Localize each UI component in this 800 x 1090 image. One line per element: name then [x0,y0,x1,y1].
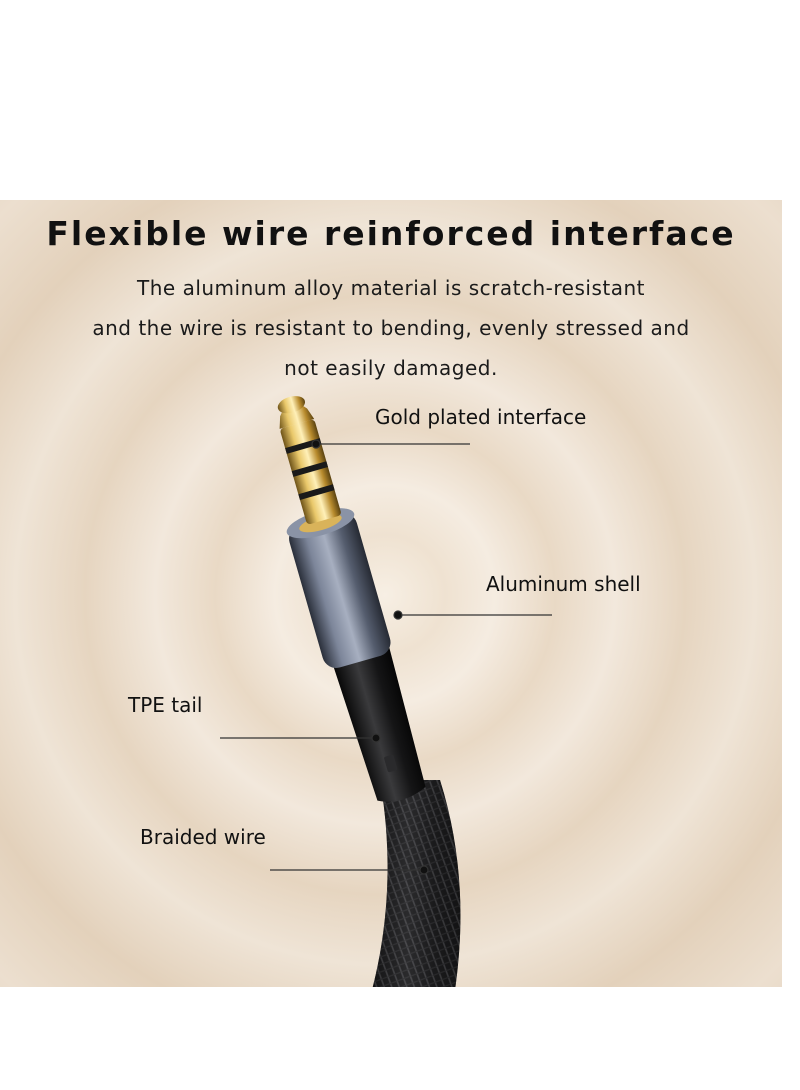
braided-cable [372,780,461,987]
callout-tpe-tail: TPE tail [128,693,203,717]
subtitle-line-2: and the wire is resistant to bending, ev… [92,316,690,340]
audio-cable-illustration [220,396,552,987]
callout-braided-wire: Braided wire [140,825,266,849]
subtitle-line-1: The aluminum alloy material is scratch-r… [137,276,645,300]
callout-gold-plated-interface: Gold plated interface [375,405,587,429]
subtitle-line-3: not easily damaged. [284,356,498,380]
callout-leaders [220,439,552,875]
page-title: Flexible wire reinforced interface [46,214,736,253]
aluminum-shell [286,508,391,668]
callout-aluminum-shell: Aluminum shell [486,572,641,596]
tpe-tail [327,631,426,802]
gold-plug [277,396,341,525]
product-infographic-panel: Flexible wire reinforced interface The a… [0,200,782,987]
